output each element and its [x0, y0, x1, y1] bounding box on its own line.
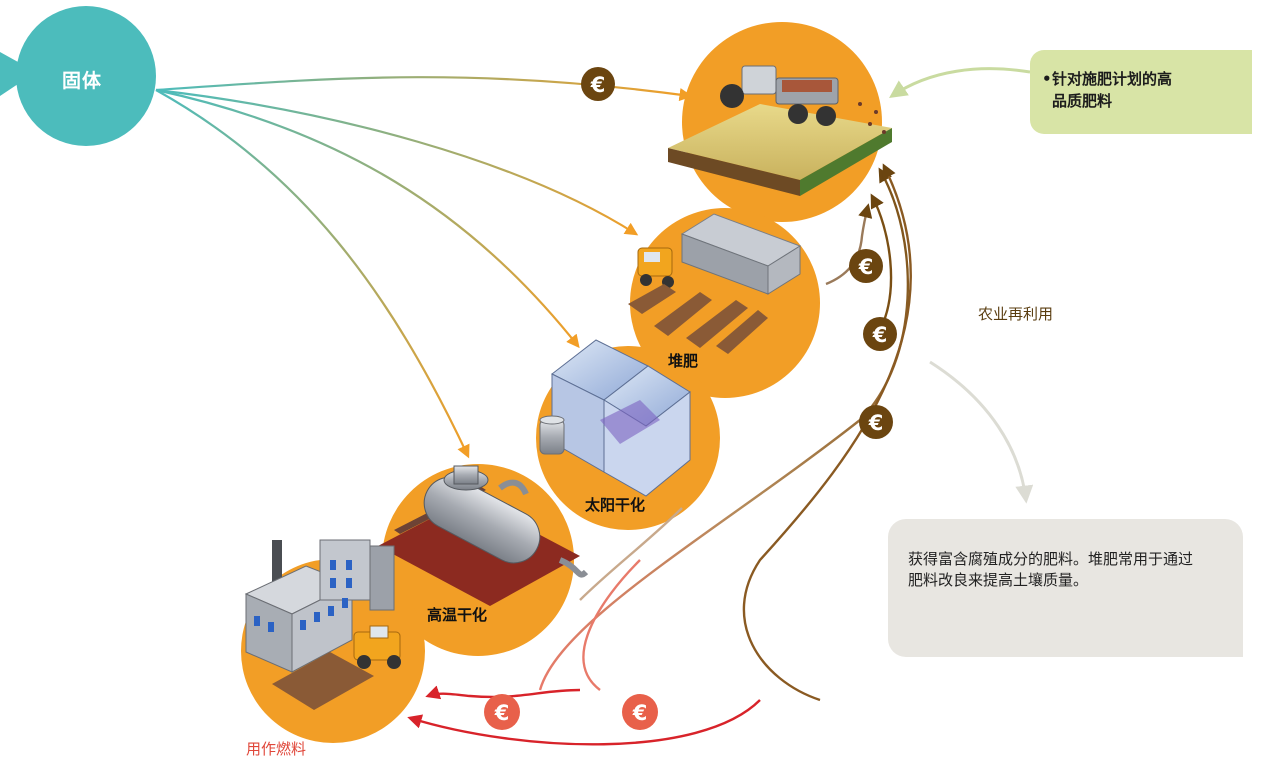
factory-building-icon: [244, 539, 395, 673]
fuel-use-label: 用作燃料: [246, 740, 307, 758]
euro-coin-thermal: €: [859, 405, 893, 439]
euro-icon: €: [632, 701, 648, 725]
euro-icon: €: [858, 255, 874, 279]
flow-thermal-to-field: [538, 167, 910, 691]
source-circle: [16, 6, 156, 146]
humus-note-text: 获得富含腐殖成分的肥料。堆肥常用于通过肥料改良来提高土壤质量。: [908, 550, 1194, 589]
euro-icon: €: [872, 323, 888, 347]
euro-coin-compost: €: [849, 249, 883, 283]
flow-solar-to-field: [870, 193, 893, 331]
flow-to-thermal-drying: [155, 89, 470, 459]
source-node: [0, 6, 156, 146]
compost-stage: [628, 208, 820, 398]
euro-icon: €: [494, 701, 510, 725]
tank-icon: [539, 415, 565, 455]
greenhouse-icon: [551, 339, 691, 497]
euro-icon: €: [590, 73, 606, 97]
note-bullet: •: [1042, 70, 1052, 88]
tractor-icon: [720, 65, 839, 126]
flow-compost-to-field: [825, 203, 873, 286]
thermal-drying-label: 高温干化: [427, 606, 488, 624]
euro-coin-field: €: [581, 67, 615, 101]
factory-stage: [241, 539, 425, 743]
flow-solar-to-fuel: [425, 685, 581, 700]
field-illustration: [668, 104, 892, 180]
humus-note-arrow: [929, 360, 1034, 504]
compost-windrows-icon: [628, 284, 768, 354]
solar-drying-stage: [536, 339, 720, 530]
solar-drying-label: 太阳干化: [585, 496, 646, 514]
euro-coin-fuel-right: €: [622, 694, 658, 730]
euro-icon: €: [868, 411, 884, 435]
flow-outer-to-field: [742, 163, 912, 702]
compost-shed-icon: [680, 213, 802, 295]
agri-reuse-flows: [538, 163, 912, 702]
fertilizer-note-text: 针对施肥计划的高品质肥料: [1052, 70, 1173, 110]
source-flows: [155, 76, 693, 459]
compost-label: 堆肥: [668, 352, 699, 370]
flow-to-compost: [155, 88, 639, 236]
fuel-loader-icon: [353, 625, 401, 669]
dryer-machine-icon: [378, 465, 589, 606]
agri-reuse-label: 农业再利用: [978, 305, 1054, 323]
source-label: 固体: [62, 70, 103, 92]
humus-note: 获得富含腐殖成分的肥料。堆肥常用于通过肥料改良来提高土壤质量。: [888, 519, 1243, 657]
fuel-use-flows: [407, 559, 761, 746]
note-pointer-arrow: [889, 67, 1031, 99]
fertilizer-note: • 针对施肥计划的高品质肥料: [1030, 50, 1252, 134]
euro-coin-fuel-left: €: [484, 694, 520, 730]
flow-to-solar-drying: [155, 88, 580, 349]
euro-coin-solar: €: [863, 317, 897, 351]
field-stage: [668, 22, 892, 222]
thermal-drying-stage: [378, 464, 589, 656]
fuel-pile-icon: [272, 652, 374, 710]
flow-thermal-to-fuel: [407, 699, 761, 746]
